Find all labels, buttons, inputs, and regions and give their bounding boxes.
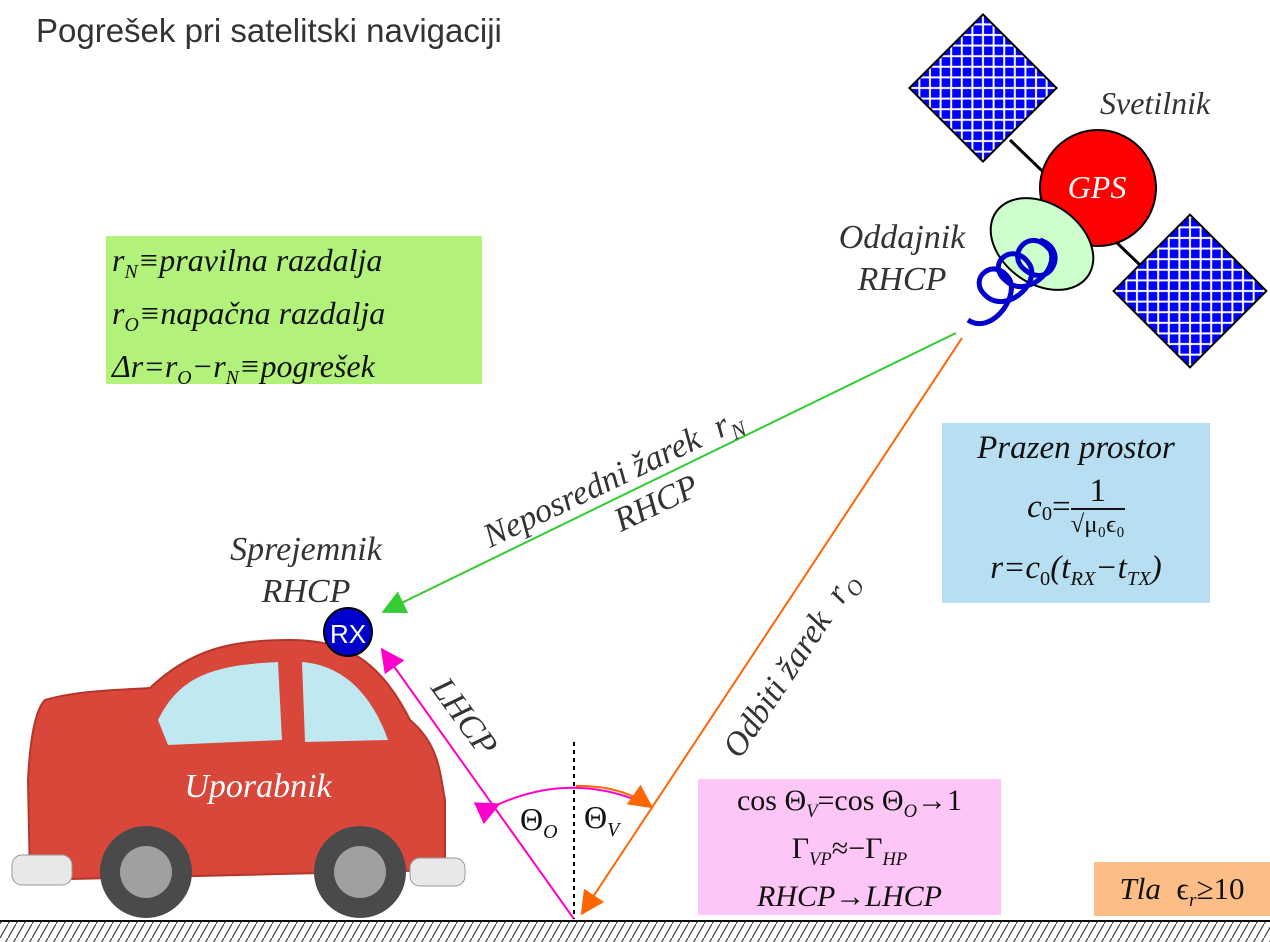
condition-line-2: ΓVP≈−ΓHP <box>791 832 908 870</box>
ground <box>0 920 1270 942</box>
receiver: Sprejemnik RHCP RX <box>230 531 383 657</box>
free-space-title: Prazen prostor <box>977 430 1175 466</box>
receiver-pol-label: RHCP <box>261 573 351 610</box>
car-bumper-front <box>11 854 73 886</box>
definition-line-2: rO≡napačna razdalja <box>112 295 386 336</box>
car-bumper-rear <box>409 857 466 887</box>
angle-o-label: ΘO <box>520 801 558 843</box>
bounce-ray <box>380 647 575 920</box>
car-window-rear <box>302 662 388 742</box>
solar-panel-bottom <box>1112 213 1268 369</box>
car-label: Uporabnik <box>184 768 332 805</box>
conditions-box: cos ΘV=cos ΘO→1 ΓVP≈−ΓHP RHCP→LHCP <box>698 779 1001 915</box>
angle-arc-v <box>575 784 654 809</box>
definition-line-1: rN≡pravilna razdalja <box>112 242 383 283</box>
car-window-front <box>158 662 282 745</box>
definitions-box: rN≡pravilna razdalja rO≡napačna razdalja… <box>106 236 482 389</box>
svg-text:Neposredni žarekrN: Neposredni žarekrN <box>477 400 752 560</box>
transmitter-pol-label: RHCP <box>857 261 947 298</box>
condition-line-3: RHCP→LHCP <box>756 880 942 913</box>
satellite: GPS Svetilnik Oddajnik RHCP <box>839 13 1268 369</box>
page-title: Pogrešek pri satelitski navigaciji <box>36 12 502 49</box>
svg-text:LHCP: LHCP <box>423 670 505 763</box>
ground-box: Tla ϵr≥10 <box>1094 862 1270 916</box>
helix-antenna-icon <box>966 237 1058 327</box>
bounce-ray-label: LHCP <box>423 670 505 763</box>
definition-line-3: Δr=rO−rN≡pogrešek <box>112 348 375 389</box>
condition-line-1: cos ΘV=cos ΘO→1 <box>736 784 963 822</box>
angle-v-label: ΘV <box>584 799 622 841</box>
solar-panel-top <box>908 13 1058 163</box>
reflected-ray <box>580 337 963 916</box>
range-equation: r=c0(tRX−tTX) <box>990 550 1162 591</box>
receiver-label: Sprejemnik <box>230 531 383 568</box>
satellite-label: Svetilnik <box>1100 85 1211 121</box>
transmitter-label: Oddajnik <box>839 219 966 256</box>
rx-badge: RX <box>330 619 366 649</box>
rx-antenna-icon <box>323 607 373 657</box>
car: Uporabnik <box>11 638 466 918</box>
rays <box>380 332 963 920</box>
direct-ray <box>381 332 957 614</box>
gps-label: GPS <box>1068 169 1127 205</box>
